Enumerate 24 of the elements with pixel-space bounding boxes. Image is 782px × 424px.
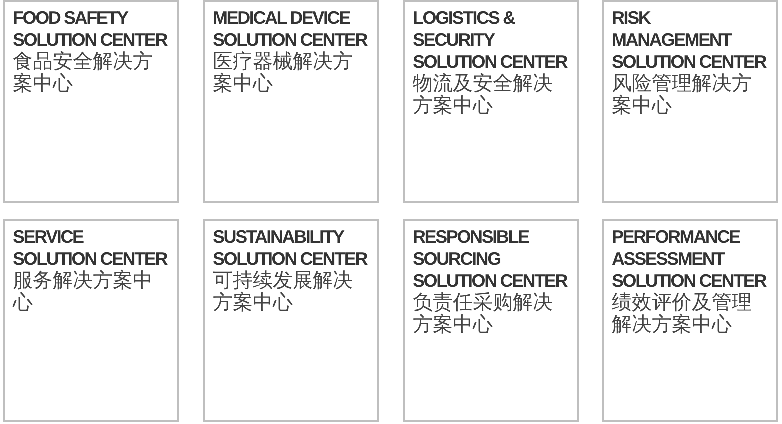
solution-center-box xyxy=(3,219,179,422)
solution-center-box xyxy=(403,0,579,203)
solution-center-box xyxy=(3,0,179,203)
box-subtitle: 物流及安全解决方案中心 xyxy=(413,73,554,117)
box-subtitle: 负责任采购解决方案中心 xyxy=(413,292,554,336)
box-subtitle: 医疗器械解决方案中心 xyxy=(213,51,354,95)
solution-center-box xyxy=(602,219,778,422)
box-heading: SERVICE SOLUTION CENTER xyxy=(13,226,169,270)
box-heading: FOOD SAFETY SOLUTION CENTER xyxy=(13,7,169,51)
box-heading: SUSTAINABILITY SOLUTION CENTER xyxy=(213,226,369,270)
box-subtitle: 食品安全解决方案中心 xyxy=(13,51,154,95)
solution-center-box xyxy=(602,0,778,203)
box-subtitle: 风险管理解决方案中心 xyxy=(612,73,753,117)
box-subtitle: 服务解决方案中心 xyxy=(13,270,154,314)
solution-center-box xyxy=(203,219,379,422)
box-subtitle: 可持续发展解决方案中心 xyxy=(213,270,354,314)
solution-center-box xyxy=(403,219,579,422)
box-heading: MEDICAL DEVICE SOLUTION CENTER xyxy=(213,7,369,51)
solution-center-box xyxy=(203,0,379,203)
box-heading: PERFORMANCE ASSESSMENT SOLUTION CENTER xyxy=(612,226,768,292)
box-heading: LOGISTICS & SECURITY SOLUTION CENTER xyxy=(413,7,569,73)
box-heading: RISK MANAGEMENT SOLUTION CENTER xyxy=(612,7,768,73)
box-subtitle: 绩效评价及管理解决方案中心 xyxy=(612,292,753,336)
box-heading: RESPONSIBLE SOURCING SOLUTION CENTER xyxy=(413,226,569,292)
